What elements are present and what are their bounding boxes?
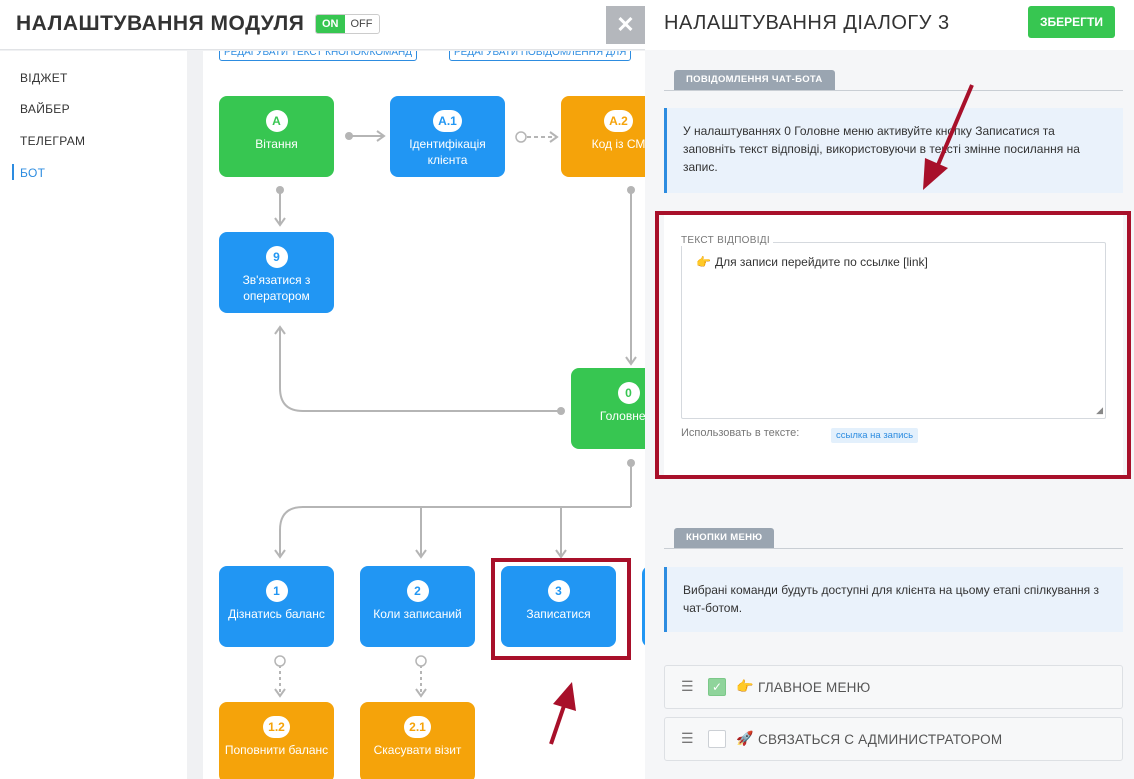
- menu-item-label: ГЛАВНОЕ МЕНЮ: [758, 680, 871, 695]
- close-icon: ✕: [616, 12, 635, 37]
- node-badge: 2.1: [404, 716, 431, 738]
- highlight-response-box: [655, 211, 1131, 479]
- booking-link-chip[interactable]: ссылка на запись: [831, 428, 919, 443]
- section-divider: [664, 548, 1123, 549]
- pointing-hand-icon: 👉: [736, 678, 754, 694]
- node-label: Вітання: [255, 137, 298, 151]
- dialog-settings-panel: НАЛАШТУВАННЯ ДІАЛОГУ 3 ЗБЕРЕГТИ ПОВІДОМЛ…: [645, 0, 1134, 779]
- menu-item-main-menu[interactable]: ☰ ✓ 👉 ГЛАВНОЕ МЕНЮ: [664, 665, 1123, 709]
- node-label: Записатися: [526, 607, 591, 621]
- node-badge: 3: [547, 580, 570, 602]
- node-label: Код із СМ: [591, 137, 645, 151]
- node-0-main-menu[interactable]: 0 Головне м: [571, 368, 645, 455]
- node-badge: 9: [265, 246, 288, 268]
- sidebar: ВІДЖЕТ ВАЙБЕР ТЕЛЕГРАМ БОТ: [0, 51, 187, 779]
- resize-handle-icon[interactable]: ◢: [1096, 405, 1103, 415]
- menu-buttons-tab: КНОПКИ МЕНЮ: [674, 528, 775, 548]
- response-legend: ТЕКСТ ВІДПОВІДІ: [678, 235, 773, 246]
- node-label: Дізнатись баланс: [228, 607, 325, 621]
- chatbot-messages-tab: ПОВІДОМЛЕННЯ ЧАТ-БОТА: [674, 70, 835, 90]
- sidebar-item-telegram[interactable]: ТЕЛЕГРАМ: [20, 134, 86, 148]
- node-badge: A.2: [604, 110, 633, 132]
- node-2-1-cancel-visit[interactable]: 2.1 Скасувати візит: [360, 702, 481, 779]
- highlight-node-3: [491, 558, 631, 660]
- menu-item-label: СВЯЗАТЬСЯ С АДМИНИСТРАТОРОМ: [758, 732, 1003, 747]
- pointing-hand-icon: 👉: [696, 255, 711, 269]
- node-badge: A: [265, 110, 288, 132]
- node-badge: 0: [617, 382, 640, 404]
- sidebar-item-widget[interactable]: ВІДЖЕТ: [20, 71, 68, 85]
- page-title: НАЛАШТУВАННЯ МОДУЛЯ: [16, 12, 305, 35]
- flow-canvas: РЕДАГУВАТИ ТЕКСТ КНОПОК/КОМАНД РЕДАГУВАТ…: [203, 51, 645, 779]
- module-toggle[interactable]: ON OFF: [315, 14, 380, 34]
- sidebar-item-bot[interactable]: БОТ: [11, 164, 46, 180]
- node-label: Коли записаний: [373, 607, 462, 621]
- close-panel-button[interactable]: ✕: [606, 6, 645, 44]
- toggle-on[interactable]: ON: [316, 15, 345, 33]
- drag-handle-icon[interactable]: ☰: [681, 678, 694, 694]
- response-box: 👉Для записи перейдите по ссылке [link] ◢…: [664, 215, 1123, 477]
- node-1-2-top-up[interactable]: 1.2 Поповнити баланс: [219, 702, 340, 779]
- node-label: Зв'язатися з оператором: [242, 273, 311, 303]
- rocket-icon: 🚀: [736, 730, 754, 746]
- node-9-operator[interactable]: 9 Зв'язатися з оператором: [219, 232, 340, 319]
- node-partial-hidden[interactable]: [642, 566, 645, 647]
- panel-title: НАЛАШТУВАННЯ ДІАЛОГУ 3: [664, 12, 950, 34]
- node-label: Головне м: [599, 409, 645, 423]
- sidebar-item-viber[interactable]: ВАЙБЕР: [20, 102, 70, 116]
- node-badge: A.1: [433, 110, 462, 132]
- node-a1-identification[interactable]: A.1 Ідентифікація клієнта: [390, 96, 511, 183]
- save-button[interactable]: ЗБЕРЕГТИ: [1028, 6, 1115, 38]
- node-badge: 1.2: [263, 716, 290, 738]
- use-in-text-label: Использовать в тексте:: [681, 427, 800, 439]
- chatbot-info-text: У налаштуваннях 0 Головне меню активуйте…: [664, 108, 1123, 193]
- node-label: Поповнити баланс: [224, 743, 329, 757]
- menu-item-contact-admin[interactable]: ☰ 🚀 СВЯЗАТЬСЯ С АДМИНИСТРАТОРОМ: [664, 717, 1123, 761]
- menu-info-text: Вибрані команди будуть доступні для кліє…: [664, 567, 1123, 632]
- response-textarea[interactable]: 👉Для записи перейдите по ссылке [link] ◢: [681, 242, 1106, 419]
- section-divider: [664, 90, 1123, 91]
- edit-buttons-text-button[interactable]: РЕДАГУВАТИ ТЕКСТ КНОПОК/КОМАНД: [219, 51, 417, 61]
- node-1-balance[interactable]: 1 Дізнатись баланс: [219, 566, 340, 653]
- node-2-when-booked[interactable]: 2 Коли записаний: [360, 566, 481, 653]
- response-text: Для записи перейдите по ссылке [link]: [714, 255, 928, 269]
- node-badge: 1: [265, 580, 288, 602]
- panel-body: ПОВІДОМЛЕННЯ ЧАТ-БОТА У налаштуваннях 0 …: [645, 50, 1134, 779]
- drag-handle-icon[interactable]: ☰: [681, 730, 694, 746]
- node-3-book[interactable]: 3 Записатися: [501, 566, 622, 653]
- node-label: Ідентифікація клієнта: [409, 137, 486, 167]
- module-header: НАЛАШТУВАННЯ МОДУЛЯ ON OFF: [0, 0, 645, 50]
- main-menu-checkbox[interactable]: ✓: [708, 678, 726, 696]
- node-label: Скасувати візит: [373, 743, 462, 757]
- toggle-off[interactable]: OFF: [350, 18, 373, 30]
- flow-connectors: [274, 130, 637, 698]
- node-a2-sms-code[interactable]: A.2 Код із СМ: [561, 96, 645, 183]
- node-a-welcome[interactable]: A Вітання: [219, 96, 340, 183]
- node-badge: 2: [406, 580, 429, 602]
- edit-messages-button[interactable]: РЕДАГУВАТИ ПОВІДОМЛЕННЯ ДЛЯ: [449, 51, 632, 61]
- contact-admin-checkbox[interactable]: [708, 730, 726, 748]
